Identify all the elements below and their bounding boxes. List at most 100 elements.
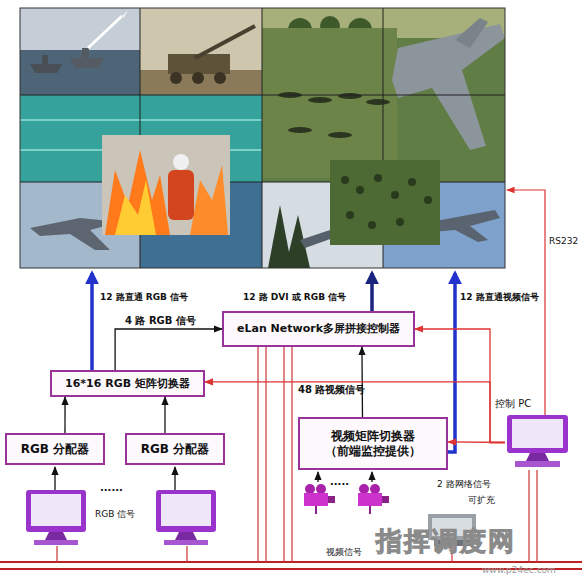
network-bus-part (56, 546, 57, 562)
signal-connector (115, 329, 222, 370)
video-wall (20, 8, 505, 268)
video-wall-part (88, 16, 122, 48)
video-wall-part (102, 135, 230, 235)
box-label: 视频矩阵切换器 （前端监控提供） (300, 429, 446, 459)
signal-connector (164, 397, 165, 433)
network-bus-part (528, 470, 529, 562)
signal-arrows-part (370, 273, 374, 311)
camera-icon-part (358, 493, 382, 506)
rs232-line (507, 190, 545, 415)
camera-icon-part (382, 496, 389, 503)
video-wall-part (368, 221, 376, 229)
signal-connector (448, 441, 505, 443)
network-bus-part (0, 561, 582, 563)
source-arrows-part (371, 472, 372, 482)
device-label: 控制 PC (495, 398, 531, 411)
signal-label: RGB 信号 (95, 508, 135, 521)
box-label: RGB 分配器 (21, 442, 89, 457)
network-bus-part (257, 347, 258, 562)
watermark: www.p24ec.com (482, 565, 556, 575)
signal-connector (361, 347, 363, 417)
distributor-box: RGB 分配器 (125, 433, 225, 465)
video-wall-part (396, 218, 404, 226)
video-wall-part (288, 127, 312, 133)
box-label: 16*16 RGB 矩阵切换器 (65, 377, 190, 391)
video-wall-part (42, 55, 48, 64)
pc-icon (505, 415, 570, 470)
pc-icon-part (45, 532, 67, 540)
signal-label: 12 路 DVI 或 RGB 信号 (243, 291, 346, 304)
edge-label: 48 路视频信号 (298, 383, 365, 397)
video-wall-part (70, 58, 104, 68)
pc-icon (26, 490, 86, 545)
box-label: RGB 分配器 (141, 442, 209, 457)
video-wall-part (262, 8, 263, 268)
video-wall-part (346, 211, 354, 219)
signal-connector (64, 397, 65, 433)
video-wall-part (195, 26, 255, 58)
video-wall-part (430, 210, 500, 242)
signal-label: 视频信号 (326, 546, 362, 559)
network-bus-part (283, 347, 284, 562)
pc-icon-part (175, 532, 197, 540)
network-bus-part (186, 546, 187, 562)
distributor-box: RGB 分配器 (5, 433, 105, 465)
signal-connector (205, 382, 505, 443)
network-bus (0, 347, 582, 569)
pc-icon-part (161, 494, 211, 526)
video-wall-part (374, 174, 382, 182)
signal-arrows-part (448, 273, 455, 452)
video-wall-part (330, 160, 440, 245)
ellipsis: ..... (330, 476, 349, 487)
camera-icon-part (305, 484, 315, 494)
video-wall-part (20, 95, 505, 96)
video-wall-part (20, 8, 140, 50)
video-wall-part (30, 64, 62, 73)
pc-icon-part (164, 540, 208, 545)
pc-monitor (507, 415, 568, 453)
camera-icon-part (315, 506, 317, 514)
source-arrows-part (174, 467, 175, 490)
camera-icon-part (369, 506, 371, 514)
camera-icon-part (328, 496, 335, 503)
video-wall-part (20, 8, 505, 268)
video-matrix-box: 视频矩阵切换器 （前端监控提供） (298, 417, 448, 470)
video-wall-part (170, 72, 182, 84)
note: 可扩充 (468, 494, 495, 507)
pc-icon-part (31, 494, 81, 526)
video-wall-part (82, 48, 89, 58)
video-wall-part (366, 99, 390, 105)
video-wall-part (122, 10, 128, 18)
pc-icon (156, 490, 216, 545)
video-wall-part (168, 170, 194, 220)
video-wall-part (20, 8, 505, 268)
pc-stand (526, 453, 549, 461)
camera-icon-part (370, 484, 380, 494)
video-wall-part (391, 191, 399, 199)
video-wall-part (20, 119, 262, 121)
network-bus-part (291, 347, 292, 562)
camera-icon-part (316, 484, 326, 494)
box-label: eLan Network多屏拼接控制器 (237, 322, 400, 336)
video-wall-part (262, 28, 397, 178)
video-wall-part (140, 70, 262, 95)
pc-icon-part (34, 540, 78, 545)
pc-icon-part (156, 490, 216, 532)
interface-label: RS232 (549, 236, 578, 246)
video-wall-part (308, 97, 332, 103)
video-wall-part (173, 154, 189, 170)
pc-base (515, 461, 560, 467)
video-wall-part (424, 196, 432, 204)
rs232-line-part (507, 190, 545, 415)
control-pc: 控制 PC (505, 415, 570, 470)
edge-label: 4 路 RGB 信号 (125, 314, 196, 328)
video-wall-part (392, 24, 505, 150)
video-wall-part (338, 93, 362, 99)
controller-box: eLan Network多屏拼接控制器 (222, 311, 415, 347)
video-wall-part (20, 50, 140, 95)
camera-icon-part (304, 493, 328, 506)
network-bus-part (536, 470, 537, 562)
video-wall-part (190, 165, 228, 235)
pc-screen (512, 419, 563, 448)
